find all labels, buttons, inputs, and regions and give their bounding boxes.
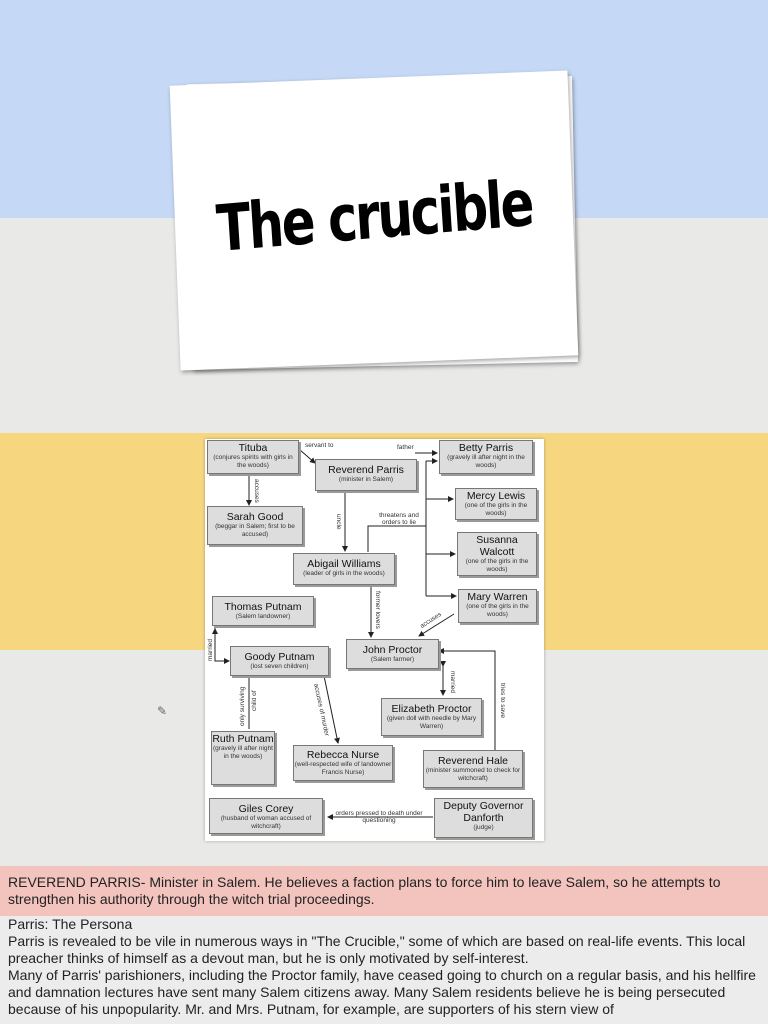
label-only-surviving: only surviving: [239, 686, 246, 726]
edge-married-putnam: [214, 629, 230, 664]
label-former-lovers: former lovers: [374, 591, 381, 629]
caption-text: REVEREND PARRIS- Minister in Salem. He b…: [8, 874, 721, 907]
title-card: The crucible: [169, 70, 579, 371]
node-giles-corey: Giles Corey (husband of woman accused of…: [209, 798, 323, 834]
node-susanna-walcott: Susanna Walcott (one of the girls in the…: [457, 532, 537, 576]
node-abigail-williams: Abigail Williams (leader of girls in the…: [293, 553, 395, 585]
node-reverend-parris: Reverend Parris (minister in Salem): [315, 459, 417, 491]
label-servant-to: servant to: [305, 442, 334, 449]
label-child-of: child of: [251, 690, 258, 711]
node-betty-parris: Betty Parris (gravely ill after night in…: [439, 440, 533, 474]
body-heading: Parris: The Persona: [8, 916, 133, 932]
label-threatens: threatens and orders to lie: [379, 512, 419, 526]
edge-threatens-stem: [367, 525, 426, 552]
edge-tries-to-save: [438, 648, 496, 752]
body-text: Parris: The Persona Parris is revealed t…: [0, 916, 768, 1024]
label-orders-pressed: orders pressed to death under questionin…: [335, 810, 423, 824]
edge-accuses-murder: [322, 670, 340, 744]
edge-servant-to: [299, 449, 316, 464]
label-uncle: uncle: [335, 514, 342, 530]
node-thomas-putnam: Thomas Putnam (Salem landowner): [212, 596, 314, 626]
node-john-proctor: John Proctor (Salem farmer): [346, 639, 439, 669]
body-paragraph-2: Many of Parris' parishioners, including …: [8, 967, 756, 1017]
label-married-proctor: married: [449, 671, 456, 694]
page-title: The crucible: [213, 166, 534, 267]
label-accuses: accuses: [253, 479, 260, 503]
body-paragraph-1: Parris is revealed to be vile in numerou…: [8, 933, 746, 966]
node-sarah-good: Sarah Good (beggar in Salem; first to be…: [207, 506, 303, 545]
node-reverend-hale: Reverend Hale (minister summoned to chec…: [423, 750, 523, 788]
node-rebecca-nurse: Rebecca Nurse (well-respected wife of la…: [293, 745, 393, 781]
node-mary-warren: Mary Warren (one of the girls in the woo…: [458, 589, 537, 623]
label-tries-to-save: tries to save: [499, 683, 506, 719]
node-tituba: Tituba (conjures spirits with girls in t…: [207, 440, 299, 474]
label-father: father: [397, 444, 414, 451]
diagram-connectors: [212, 449, 496, 820]
caption-box: REVEREND PARRIS- Minister in Salem. He b…: [0, 866, 768, 916]
node-ruth-putnam: Ruth Putnam (gravely ill after night in …: [211, 731, 275, 785]
node-mercy-lewis: Mercy Lewis (one of the girls in the woo…: [455, 488, 537, 520]
comment-icon[interactable]: ✎: [157, 704, 168, 718]
character-map-diagram: Tituba (conjures spirits with girls in t…: [205, 439, 544, 841]
edge-mary-accuses: [418, 613, 455, 637]
label-married-putnam: married: [207, 638, 214, 661]
node-goody-putnam: Goody Putnam (lost seven children): [230, 646, 329, 676]
node-deputy-governor-danforth: Deputy Governor Danforth (judge): [434, 798, 533, 838]
node-elizabeth-proctor: Elizabeth Proctor (given doll with needl…: [381, 698, 482, 736]
